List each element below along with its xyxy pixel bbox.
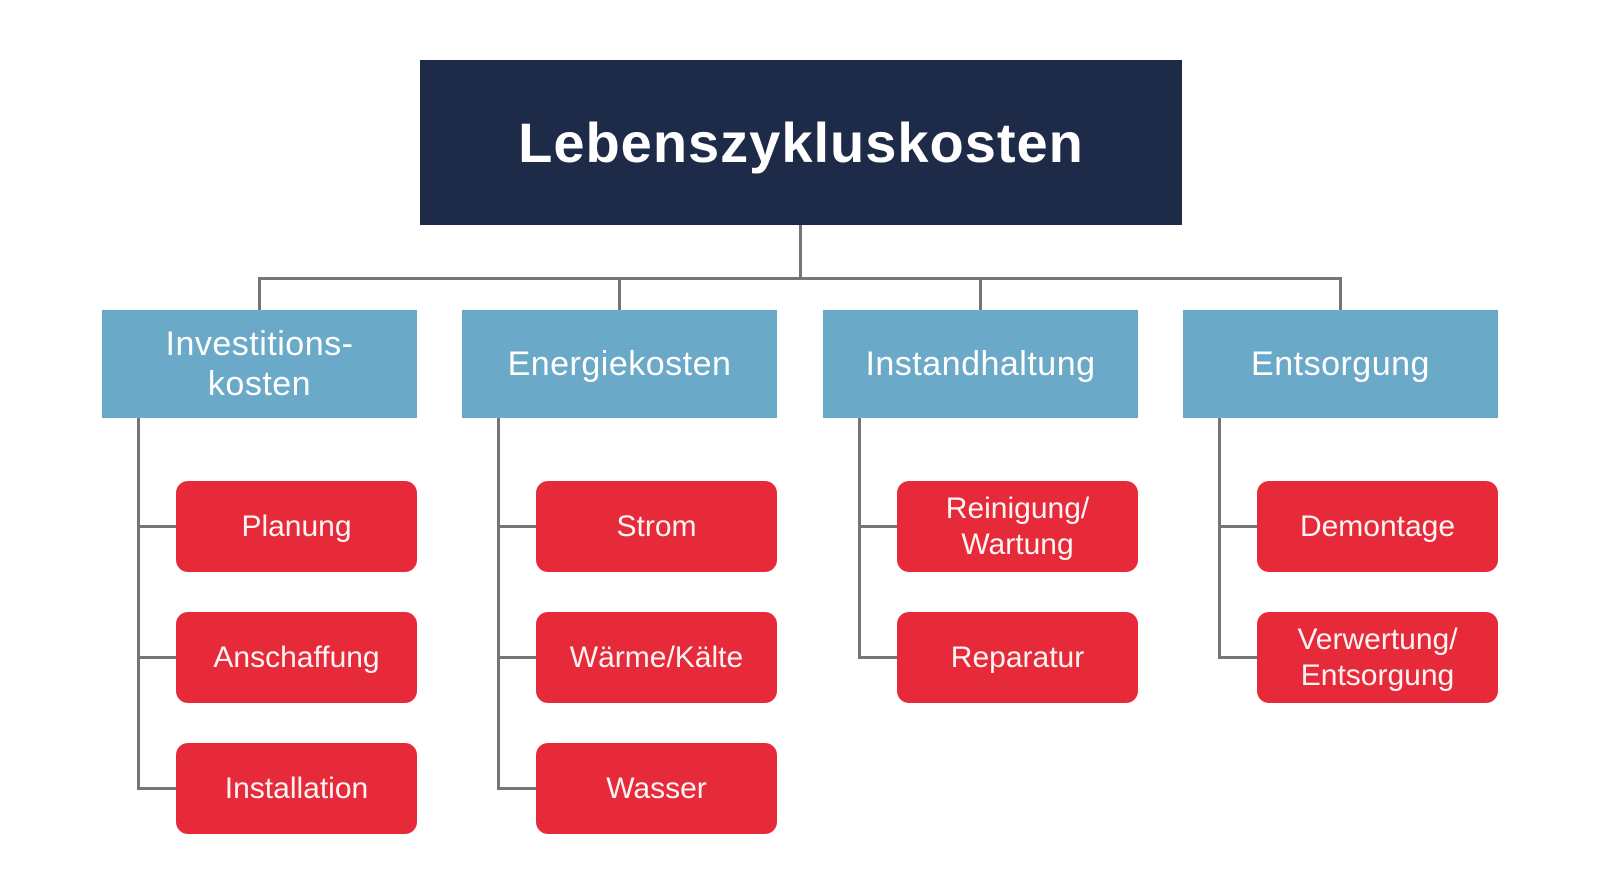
leaf-node-reparatur: Reparatur xyxy=(897,612,1138,703)
leaf-node-planung: Planung xyxy=(176,481,417,572)
branch-label-investitionskosten: Investitions- kosten xyxy=(165,324,354,403)
connector-trunk-energiekosten xyxy=(497,418,500,790)
branch-node-entsorgung: Entsorgung xyxy=(1183,310,1498,418)
connector-stub-installation xyxy=(137,787,176,790)
leaf-node-anschaffung: Anschaffung xyxy=(176,612,417,703)
connector-drop-instandhaltung xyxy=(979,277,982,310)
root-node-label: Lebenszykluskosten xyxy=(518,111,1084,174)
leaf-node-strom: Strom xyxy=(536,481,777,572)
leaf-node-verwertung-entsorgung: Verwertung/ Entsorgung xyxy=(1257,612,1498,703)
leaf-node-installation: Installation xyxy=(176,743,417,834)
leaf-node-reinigung-wartung: Reinigung/ Wartung xyxy=(897,481,1138,572)
connector-stub-wasser xyxy=(497,787,536,790)
connector-stub-planung xyxy=(137,525,176,528)
leaf-label-strom: Strom xyxy=(616,509,697,543)
connector-drop-entsorgung xyxy=(1339,277,1342,310)
leaf-label-demontage: Demontage xyxy=(1299,509,1456,543)
branch-label-energiekosten: Energiekosten xyxy=(507,344,732,383)
connector-trunk-investitionskosten xyxy=(137,418,140,790)
leaf-label-verwertung-entsorgung: Verwertung/ Entsorgung xyxy=(1297,622,1458,692)
leaf-label-reparatur: Reparatur xyxy=(950,640,1085,674)
connector-stub-verwertung-entsorgung xyxy=(1218,656,1257,659)
branch-node-instandhaltung: Instandhaltung xyxy=(823,310,1138,418)
connector-stub-waerme-kaelte xyxy=(497,656,536,659)
leaf-node-waerme-kaelte: Wärme/Kälte xyxy=(536,612,777,703)
branch-label-instandhaltung: Instandhaltung xyxy=(865,344,1096,383)
connector-stub-reparatur xyxy=(858,656,897,659)
leaf-node-wasser: Wasser xyxy=(536,743,777,834)
connector-stub-demontage xyxy=(1218,525,1257,528)
connector-stub-anschaffung xyxy=(137,656,176,659)
leaf-label-wasser: Wasser xyxy=(606,771,707,805)
connector-trunk-entsorgung xyxy=(1218,418,1221,659)
branch-label-entsorgung: Entsorgung xyxy=(1251,344,1430,383)
root-node: Lebenszykluskosten xyxy=(420,60,1182,225)
leaf-label-anschaffung: Anschaffung xyxy=(213,640,380,674)
connector-drop-investitionskosten xyxy=(258,277,261,310)
connector-rail xyxy=(259,277,1341,280)
connector-drop-energiekosten xyxy=(618,277,621,310)
leaf-label-reinigung-wartung: Reinigung/ Wartung xyxy=(945,491,1090,561)
leaf-label-installation: Installation xyxy=(224,771,369,805)
leaf-label-waerme-kaelte: Wärme/Kälte xyxy=(569,640,744,674)
leaf-node-demontage: Demontage xyxy=(1257,481,1498,572)
leaf-label-planung: Planung xyxy=(241,509,352,543)
connector-root-trunk xyxy=(799,225,802,280)
connector-trunk-instandhaltung xyxy=(858,418,861,659)
branch-node-investitionskosten: Investitions- kosten xyxy=(102,310,417,418)
connector-stub-strom xyxy=(497,525,536,528)
branch-node-energiekosten: Energiekosten xyxy=(462,310,777,418)
connector-stub-reinigung-wartung xyxy=(858,525,897,528)
